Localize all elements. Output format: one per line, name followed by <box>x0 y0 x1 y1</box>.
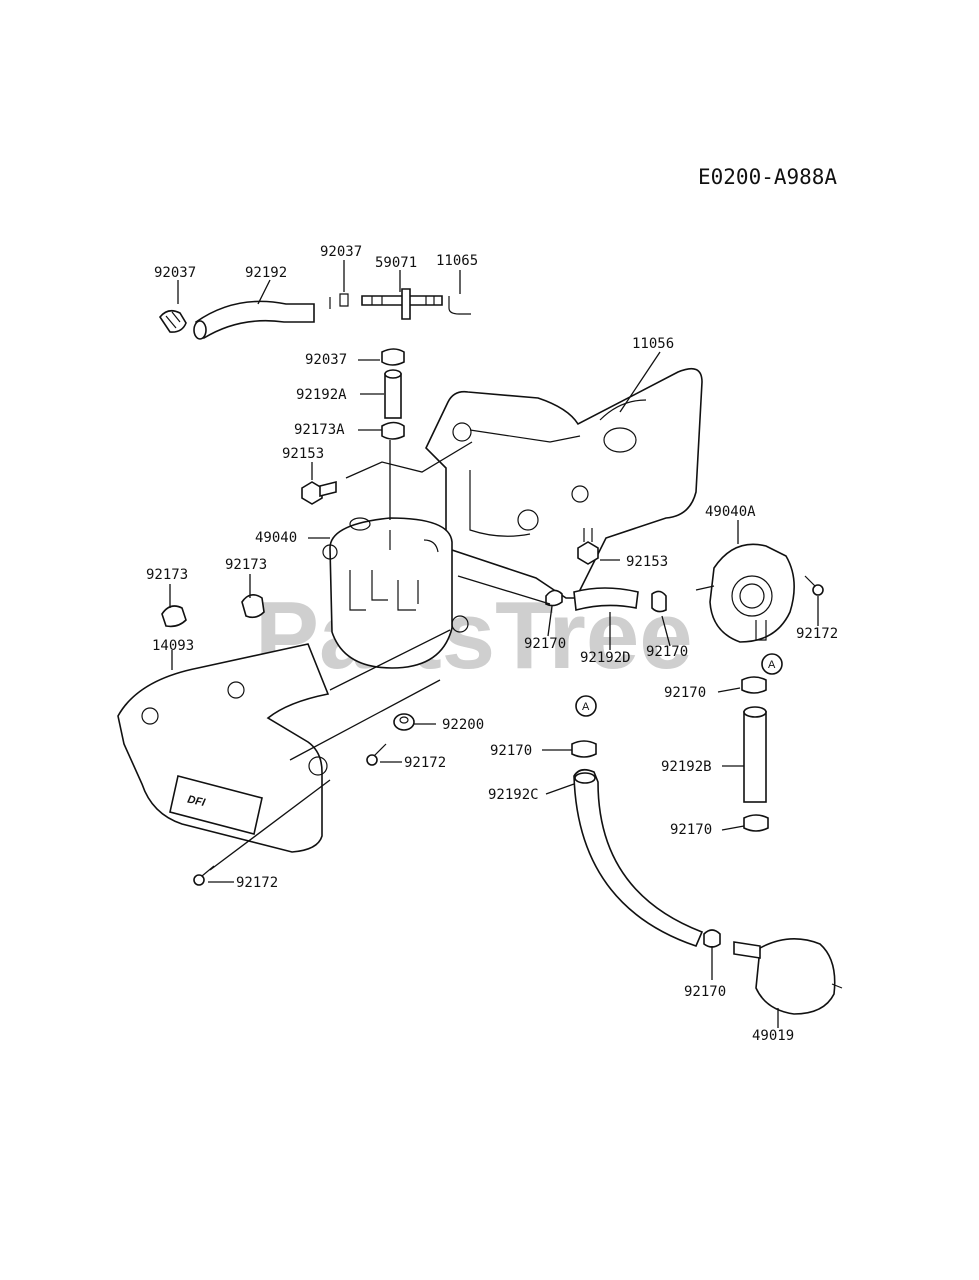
pump-49040A <box>695 543 795 643</box>
callout-92037-top: 92037 <box>320 244 362 260</box>
clamp-92170-e <box>743 814 769 832</box>
hose-92192A <box>384 369 402 419</box>
hose-92192B <box>743 706 767 803</box>
callout-92170-c: 92170 <box>664 685 706 701</box>
clamp-92170-f <box>703 929 721 948</box>
hose-11065 <box>448 296 471 315</box>
hose-92192C <box>573 768 704 947</box>
callout-92170-f: 92170 <box>684 984 726 1000</box>
clip-92173-b <box>241 594 265 619</box>
callout-92170-e: 92170 <box>670 822 712 838</box>
elbow-fitting <box>329 293 349 309</box>
callout-92170-a: 92170 <box>524 636 566 652</box>
hose-92192D <box>573 587 639 612</box>
dfi-label: DFI <box>186 794 207 810</box>
callout-92153-right: 92153 <box>626 554 668 570</box>
callout-14093: 14093 <box>152 638 194 654</box>
clamp-92170-b <box>651 590 667 613</box>
screw-92172-bottom <box>193 865 215 886</box>
reference-marker-a-1: A <box>761 653 783 675</box>
callout-92153-left: 92153 <box>282 446 324 462</box>
clip-92037-left <box>159 309 187 333</box>
callout-92192B: 92192B <box>661 759 712 775</box>
callout-92192A: 92192A <box>296 387 347 403</box>
bolt-92153-right <box>577 528 599 565</box>
callout-92192C: 92192C <box>488 787 539 803</box>
callout-49040: 49040 <box>255 530 297 546</box>
callout-92037-mid: 92037 <box>305 352 347 368</box>
svg-text:A: A <box>582 701 590 713</box>
callout-92037-left: 92037 <box>154 265 196 281</box>
screw-92172-mid <box>366 743 387 766</box>
cover-14093: DFI <box>117 643 330 853</box>
callout-92200: 92200 <box>442 717 484 733</box>
screw-92172-right <box>804 575 824 596</box>
leader-lines <box>169 260 819 1028</box>
callout-92172-mid: 92172 <box>404 755 446 771</box>
callout-92173-right: 92173 <box>225 557 267 573</box>
clip-92173A <box>381 421 405 440</box>
reference-marker-a-2: A <box>575 695 597 717</box>
callout-49019: 49019 <box>752 1028 794 1044</box>
clamp-92170-a <box>545 589 563 607</box>
callout-92173-left: 92173 <box>146 567 188 583</box>
callout-92173A: 92173A <box>294 422 345 438</box>
clip-92037-center <box>381 348 405 366</box>
clip-92173-a <box>161 605 187 628</box>
callout-49040A: 49040A <box>705 504 756 520</box>
callout-labels: 92037 92192 92037 59071 11065 92037 9219… <box>146 244 838 1044</box>
callout-92172-bottom: 92172 <box>236 875 278 891</box>
callout-11065: 11065 <box>436 253 478 269</box>
canister-49040 <box>322 517 469 669</box>
callout-59071: 59071 <box>375 255 417 271</box>
bolt-92153-left <box>301 480 337 505</box>
callout-92172-right: 92172 <box>796 626 838 642</box>
svg-text:A: A <box>768 659 776 671</box>
tee-fitting-59071 <box>361 288 443 320</box>
bracket-11056 <box>425 367 703 599</box>
clamp-92170-d <box>571 740 597 758</box>
filter-49019 <box>733 938 843 1015</box>
diagram-code: E0200-A988A <box>698 165 837 189</box>
callout-92170-d: 92170 <box>490 743 532 759</box>
callout-11056: 11056 <box>632 336 674 352</box>
callout-92192D: 92192D <box>580 650 631 666</box>
grommet-92200 <box>393 713 415 731</box>
callout-92170-b: 92170 <box>646 644 688 660</box>
callout-92192: 92192 <box>245 265 287 281</box>
clamp-92170-c <box>741 676 767 694</box>
hose-92192 <box>193 300 315 340</box>
